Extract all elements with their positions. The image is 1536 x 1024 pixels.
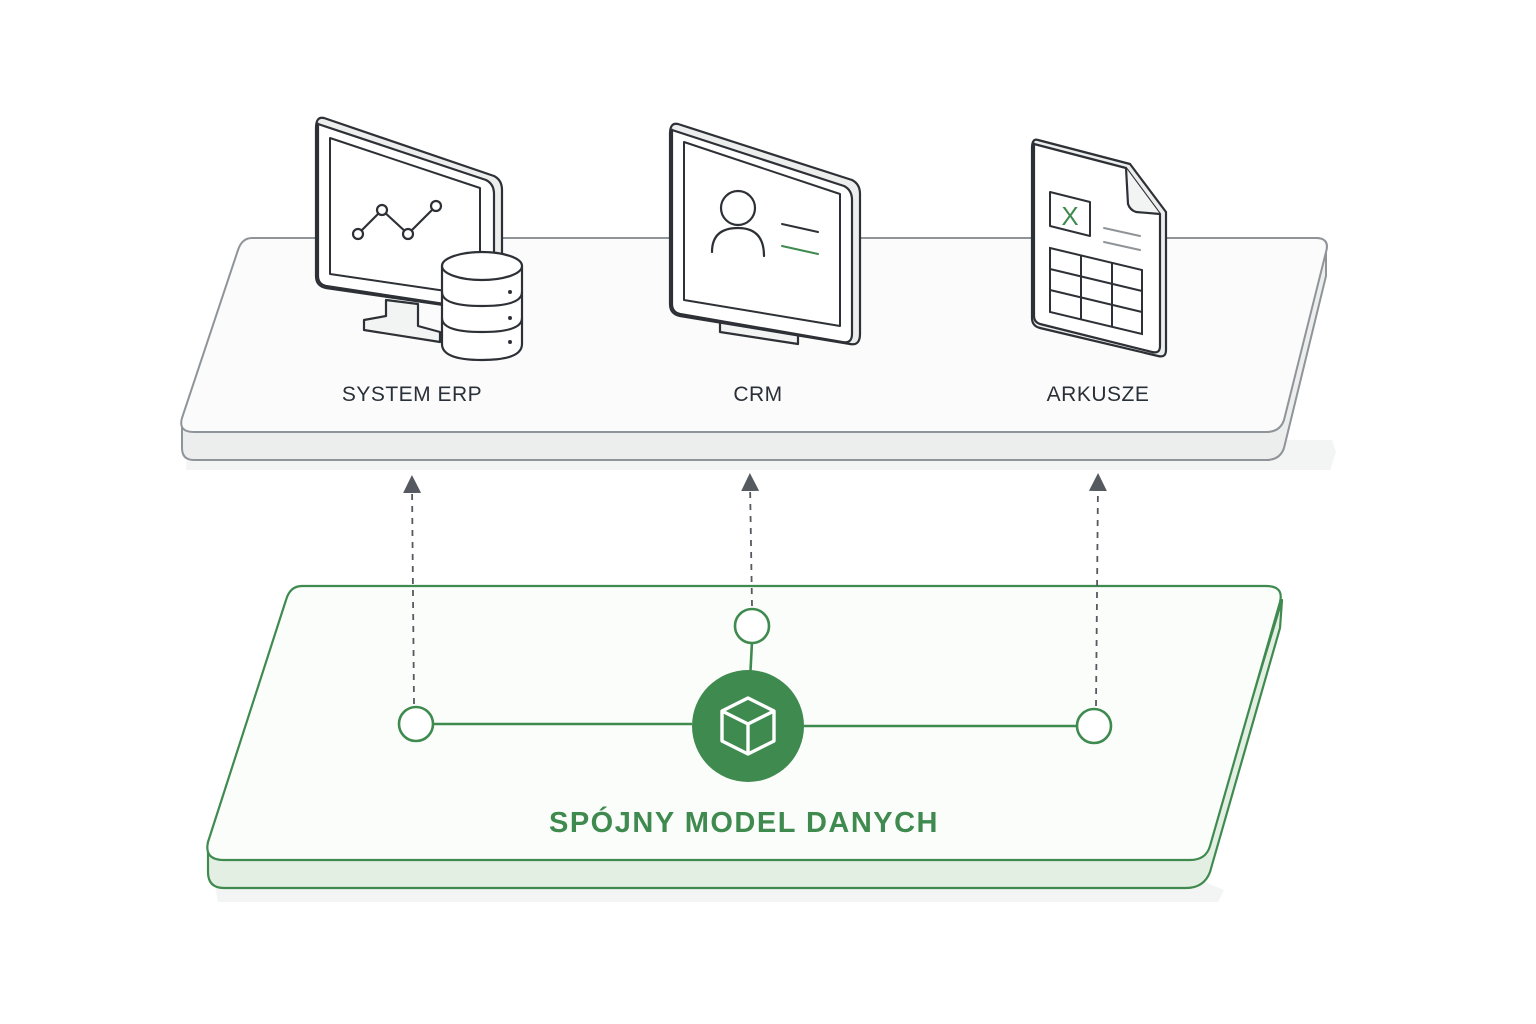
- node-erp: [397, 705, 435, 743]
- arrow-to-sheets: [1088, 473, 1107, 707]
- model-nodes: [397, 607, 1113, 745]
- spreadsheet-grid: [1049, 246, 1143, 336]
- model-label: SPÓJNY MODEL DANYCH: [549, 805, 939, 839]
- arrow-to-crm: [741, 473, 760, 607]
- node-crm: [733, 607, 771, 645]
- arrow-to-erp: [403, 475, 422, 705]
- excel-mark-letter: X: [1061, 201, 1078, 231]
- crm-monitor-user-icon: [668, 122, 862, 346]
- spreadsheet-document-icon: X: [1030, 138, 1168, 358]
- erp-monitor-database-icon: [314, 116, 524, 362]
- database-icon: [440, 250, 524, 362]
- node-sheets: [1075, 707, 1113, 745]
- sync-arrows: [403, 473, 1107, 707]
- cube-icon: [692, 670, 804, 782]
- system-label-erp: SYSTEM ERP: [342, 383, 482, 406]
- system-label-sheets: ARKUSZE: [1047, 383, 1150, 406]
- system-label-crm: CRM: [733, 383, 782, 406]
